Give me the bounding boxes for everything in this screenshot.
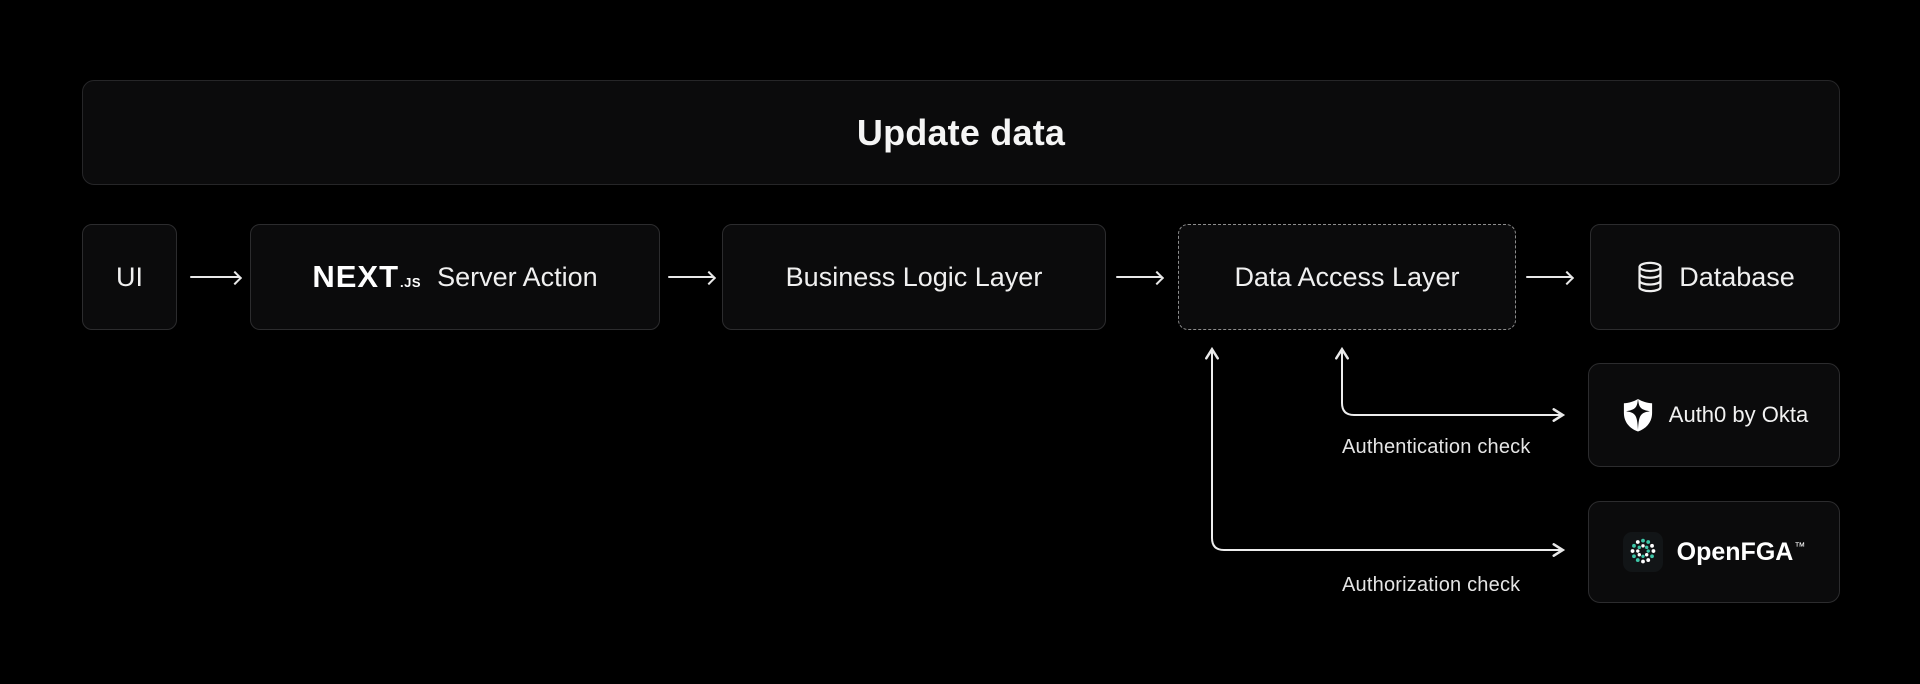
- node-business-logic-label: Business Logic Layer: [785, 261, 1043, 292]
- arrow-ui-to-server-action: [190, 276, 240, 278]
- auth0-shield-icon: [1620, 397, 1656, 433]
- flow-title: Update data: [856, 111, 1066, 153]
- node-database: Database: [1590, 224, 1840, 330]
- openfga-wordmark: OpenFGA: [1676, 537, 1794, 566]
- edge-authentication: [1335, 346, 1566, 422]
- arrow-business-logic-to-data-access: [1116, 276, 1162, 278]
- node-ui: UI: [82, 224, 177, 330]
- node-openfga: OpenFGA™: [1588, 501, 1840, 603]
- nextjs-wordmark: NEXT: [312, 259, 400, 294]
- nextjs-wordmark-suffix: .JS: [400, 275, 422, 290]
- node-auth0-label: Auth0 by Okta: [1668, 402, 1809, 427]
- trademark-symbol: ™: [1794, 541, 1806, 554]
- flow-title-panel: Update data: [82, 80, 1840, 185]
- edge-authorization-label: Authorization check: [1342, 574, 1521, 596]
- node-database-label: Database: [1679, 261, 1795, 292]
- node-auth0: Auth0 by Okta: [1588, 363, 1840, 467]
- node-openfga-label: OpenFGA™: [1677, 538, 1806, 567]
- nextjs-logo: NEXT .JS: [312, 259, 421, 295]
- arrow-data-access-to-database: [1526, 276, 1572, 278]
- node-business-logic-layer: Business Logic Layer: [722, 224, 1106, 330]
- node-server-action-label: Server Action: [437, 261, 598, 292]
- edge-authentication-label: Authentication check: [1342, 436, 1531, 458]
- node-ui-label: UI: [116, 261, 143, 292]
- openfga-dots-icon: [1622, 532, 1663, 572]
- node-data-access-layer: Data Access Layer: [1178, 224, 1516, 330]
- arrow-server-action-to-business-logic: [668, 276, 714, 278]
- node-server-action: NEXT .JS Server Action: [250, 224, 660, 330]
- database-cylinder-icon: [1635, 261, 1665, 293]
- node-data-access-label: Data Access Layer: [1234, 261, 1460, 292]
